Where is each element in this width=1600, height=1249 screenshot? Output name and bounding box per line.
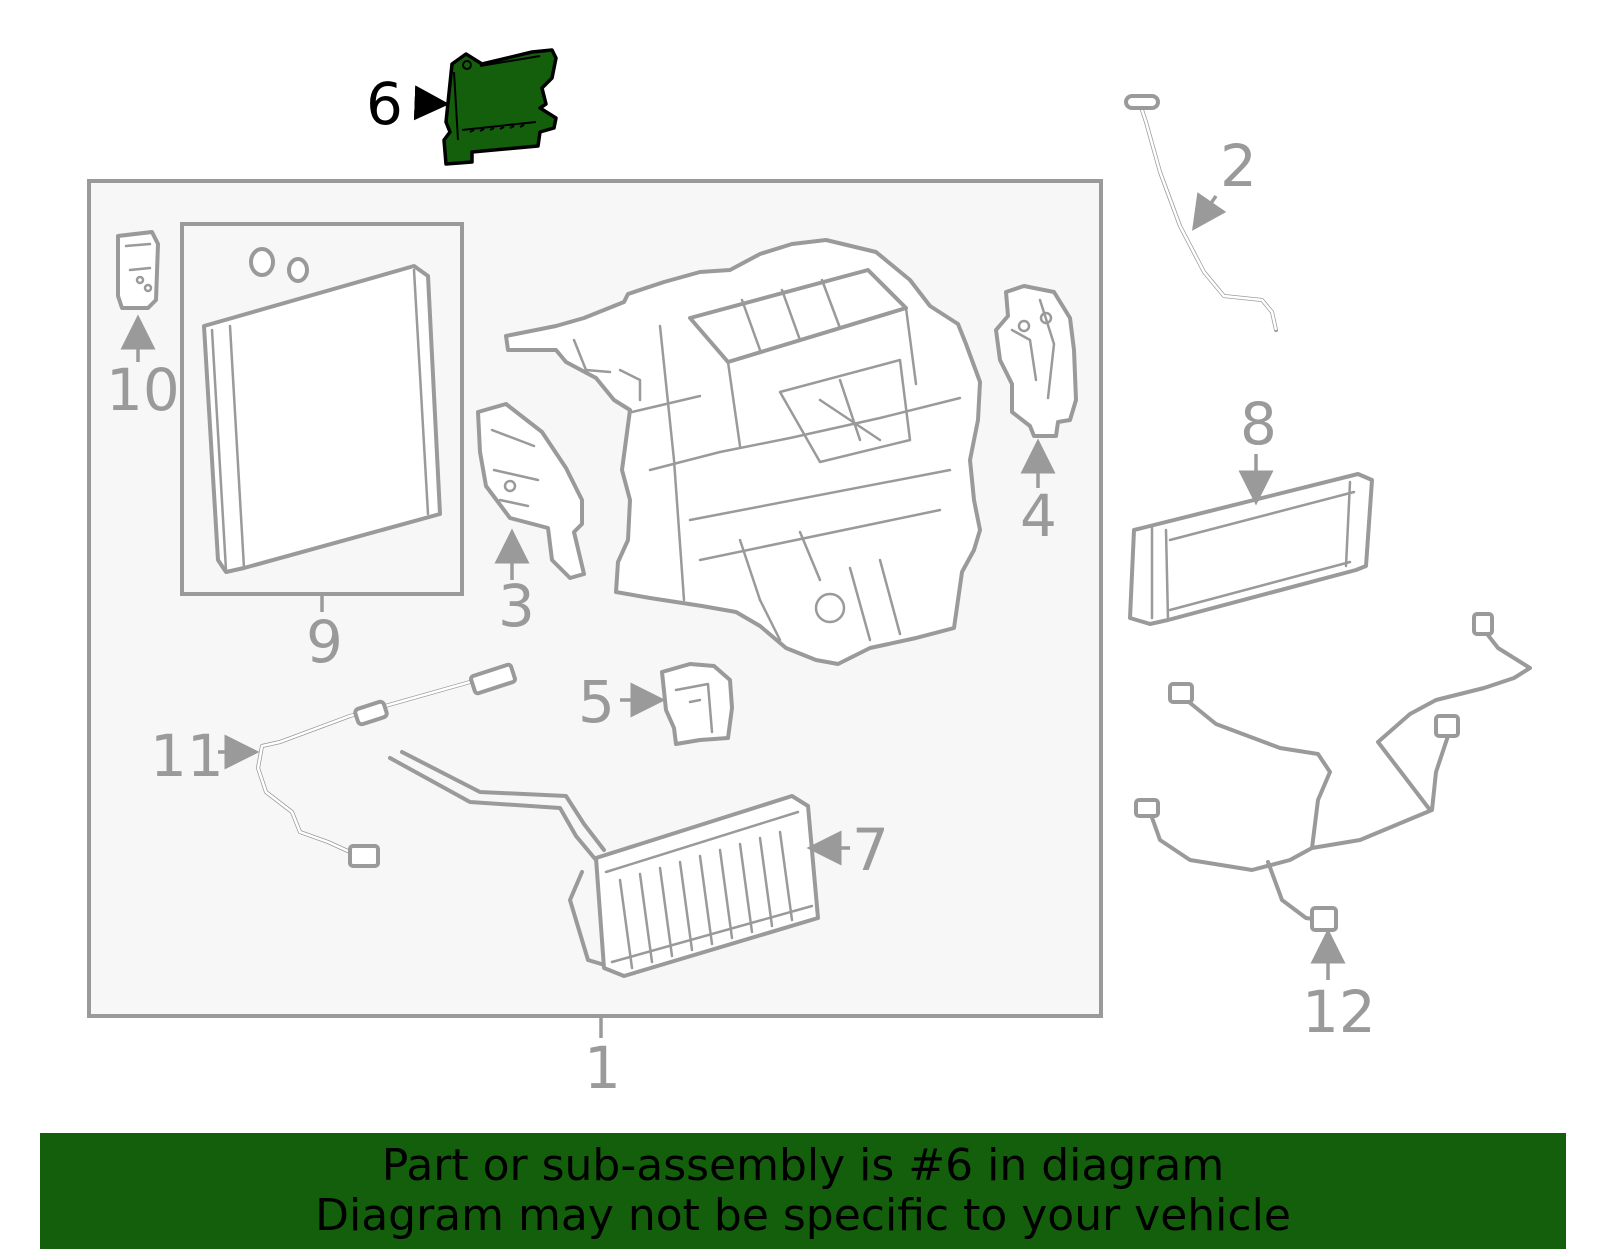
- callout-8: 8: [1240, 390, 1277, 458]
- part-4-actuator[interactable]: [994, 284, 1078, 438]
- callout-12: 12: [1302, 978, 1376, 1046]
- callout-9: 9: [306, 608, 343, 676]
- part-11-sensor-wire[interactable]: [256, 662, 517, 868]
- callout-2: 2: [1220, 132, 1257, 200]
- part-3-actuator[interactable]: [476, 402, 586, 580]
- callout-7: 7: [852, 816, 889, 884]
- banner-line-2: Diagram may not be specific to your vehi…: [315, 1190, 1291, 1241]
- callout-4: 4: [1020, 482, 1057, 550]
- banner-line-1: Part or sub-assembly is #6 in diagram: [381, 1140, 1225, 1191]
- part-9-evaporator[interactable]: [180, 222, 464, 596]
- callout-11: 11: [150, 722, 224, 790]
- callout-10: 10: [106, 356, 180, 424]
- part-6-module[interactable]: [442, 48, 558, 166]
- callout-5: 5: [578, 668, 615, 736]
- callout-3: 3: [498, 572, 535, 640]
- leader-lines: [120, 85, 1346, 1038]
- info-banner: Part or sub-assembly is #6 in diagram Di…: [40, 1133, 1566, 1249]
- callout-6: 6: [366, 70, 403, 138]
- part-2-drain-hose[interactable]: [1124, 94, 1278, 332]
- part-5-actuator[interactable]: [660, 662, 734, 746]
- part-7-heater-core[interactable]: [388, 750, 820, 978]
- callout-1: 1: [584, 1034, 621, 1102]
- part-10-expansion-valve[interactable]: [116, 230, 160, 310]
- part-8-heater-panel[interactable]: [1128, 472, 1374, 626]
- part-12-wire-harness[interactable]: [1134, 612, 1532, 932]
- hvac-housing: [504, 238, 982, 666]
